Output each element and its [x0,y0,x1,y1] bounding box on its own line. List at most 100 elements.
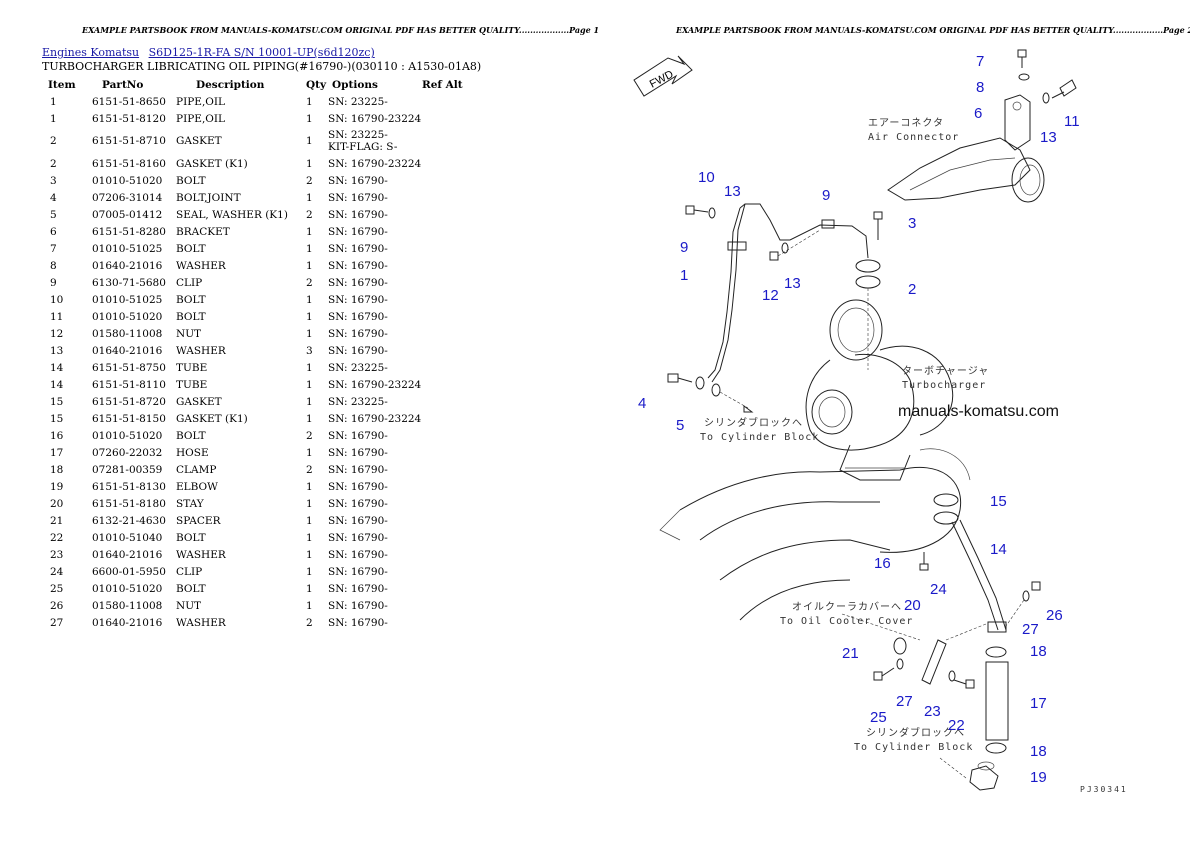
cell-options: SN: 16790- [328,240,422,257]
washer-27b-icon [896,658,904,670]
cell-qty: 1 [306,308,328,325]
cell-description-text: CLIP [176,276,203,289]
cell-partno-text: 07281-00359 [92,463,163,476]
cell-ref-alt [422,444,472,461]
cell-item-text: 1 [50,112,57,125]
cell-item: 18 [42,461,92,478]
breadcrumb-link-model[interactable]: S6D125-1R-FA S/N 10001-UP(s6d120zc) [148,46,375,59]
cell-item: 6 [42,223,92,240]
cell-description: GASKET [176,127,306,155]
cell-item-text: 22 [50,531,64,544]
cell-ref-alt [422,580,472,597]
cell-options-text: SN: 16790- [328,225,388,238]
gasket-15b-icon [933,511,959,525]
cell-description: TUBE [176,376,306,393]
cell-item-text: 11 [50,310,64,323]
cell-item-text: 2 [50,135,57,147]
cell-qty: 1 [306,127,328,155]
cell-qty-text: 1 [306,242,313,255]
cell-ref-alt [422,291,472,308]
cell-ref-alt [422,110,472,127]
cell-description-text: BOLT,JOINT [176,191,241,204]
washer-27a-icon [1022,590,1030,602]
cell-item: 14 [42,376,92,393]
cell-qty-text: 1 [306,548,313,561]
cell-options: SN: 16790- [328,172,422,189]
cell-qty-text: 2 [306,429,313,442]
cell-description-text: BOLT [176,293,206,306]
cell-item-text: 4 [50,191,57,204]
cell-options-text: SN: 16790- [328,497,388,510]
cell-item: 24 [42,563,92,580]
cell-ref-alt [422,342,472,359]
cell-qty: 1 [306,240,328,257]
cell-description-text: GASKET (K1) [176,412,248,425]
cell-partno-text: 6151-51-8650 [92,95,166,108]
cell-description-text: BOLT [176,242,206,255]
cell-options-text: SN: 16790- [328,446,388,459]
callout-25: 25 [870,709,887,726]
cell-partno: 6130-71-5680 [92,274,176,291]
cell-partno: 01580-11008 [92,325,176,342]
cell-description-text: SEAL, WASHER (K1) [176,208,288,221]
cell-options-text: SN: 23225- [328,129,388,141]
cell-options: SN: 16790- [328,461,422,478]
cell-item: 22 [42,529,92,546]
cell-partno-text: 01010-51020 [92,582,163,595]
cell-partno: 01640-21016 [92,257,176,274]
cell-options: SN: 23225- [328,93,422,110]
gasket-2b-icon [855,275,881,289]
cell-options-text: SN: 16790-23224 [328,112,422,125]
arrow-to-cylinder-icon [743,405,754,413]
cell-description: BRACKET [176,223,306,240]
cell-partno: 01010-51025 [92,291,176,308]
cell-description-text: ELBOW [176,480,218,493]
cell-ref-alt [422,546,472,563]
cell-description: TUBE [176,359,306,376]
cell-item-text: 14 [50,378,64,391]
callout-13c: 13 [784,275,801,292]
cell-qty-text: 1 [306,565,313,578]
cell-partno-text: 01010-51040 [92,531,163,544]
cell-description-text: GASKET (K1) [176,157,248,170]
cell-description: WASHER [176,614,306,631]
cell-options: SN: 16790- [328,478,422,495]
fwd-arrow-icon: FWD [633,55,693,97]
cell-description: HOSE [176,444,306,461]
washer-13c-icon [781,242,789,254]
breadcrumb-link-engines[interactable]: Engines Komatsu [42,46,140,59]
cell-options: SN: 16790-23224 [328,110,422,127]
cell-partno: 6151-51-8710 [92,127,176,155]
cell-options-text: SN: 16790- [328,514,388,527]
cell-description: GASKET (K1) [176,155,306,172]
cell-partno: 6151-51-8160 [92,155,176,172]
cell-qty-text: 1 [306,361,313,374]
cell-partno-text: 01640-21016 [92,616,163,629]
cell-item: 10 [42,291,92,308]
cell-description-text: HOSE [176,446,209,459]
cell-partno-text: 01640-21016 [92,344,163,357]
cell-description: WASHER [176,546,306,563]
cell-partno-text: 01640-21016 [92,548,163,561]
col-header-ref-alt: Ref Alt [422,78,463,91]
col-header-options: Options [332,78,378,91]
cell-item: 27 [42,614,92,631]
cell-options-text: SN: 16790- [328,327,388,340]
cell-item: 12 [42,325,92,342]
cell-item: 5 [42,206,92,223]
callout-24: 24 [930,581,947,598]
cell-qty: 1 [306,563,328,580]
cell-options-text: SN: 16790- [328,548,388,561]
cell-options: SN: 16790- [328,512,422,529]
cell-item: 15 [42,393,92,410]
